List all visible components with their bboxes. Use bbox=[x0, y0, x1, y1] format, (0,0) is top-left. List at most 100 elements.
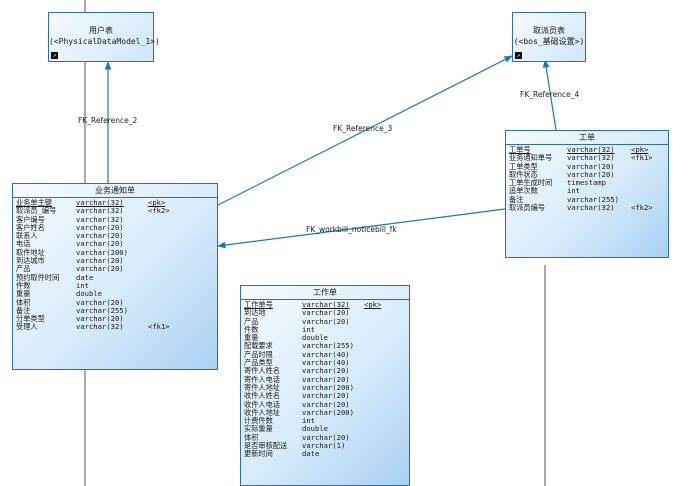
column-name: 电话 bbox=[16, 239, 31, 249]
column-key bbox=[148, 240, 188, 248]
fk-workbill-line bbox=[217, 208, 506, 249]
column-name: 产品 bbox=[244, 316, 259, 326]
column-type: int bbox=[302, 324, 315, 334]
column-name: 收件人电话 bbox=[244, 399, 280, 409]
column-key bbox=[364, 318, 400, 326]
column-key bbox=[631, 163, 665, 171]
column-key bbox=[364, 342, 400, 350]
column-type: varchar(32) bbox=[76, 198, 124, 207]
column-type: varchar(40) bbox=[302, 349, 350, 359]
fk-workbill-label: FK_workbill_noticebill_fk bbox=[306, 225, 397, 234]
column-type: varchar(200) bbox=[302, 382, 354, 392]
column-type: date bbox=[302, 449, 320, 459]
column-name: 产品 bbox=[16, 264, 31, 274]
column-name: 预约取件时间 bbox=[16, 272, 60, 282]
column-key bbox=[364, 425, 400, 433]
column-name: 寄件人姓名 bbox=[244, 366, 280, 376]
column-key bbox=[364, 434, 400, 442]
column-type: varchar(20) bbox=[567, 161, 615, 171]
column-key bbox=[631, 171, 665, 179]
column-type: int bbox=[76, 280, 89, 290]
collector-table-subtitle: (<bos_基础设置>) bbox=[513, 37, 585, 46]
column-name: 取件地址 bbox=[16, 247, 45, 257]
column-row[interactable]: 工单类型 varchar(20) bbox=[509, 161, 665, 171]
column-type: int bbox=[302, 416, 315, 426]
column-type: varchar(32) bbox=[567, 203, 615, 213]
column-key bbox=[364, 359, 400, 367]
column-key: <pk> bbox=[631, 145, 649, 154]
column-row[interactable]: 件数 int bbox=[16, 280, 214, 290]
column-row[interactable]: 收件人电话 varchar(20) bbox=[244, 399, 406, 409]
column-key bbox=[364, 392, 400, 400]
user-table-shortcut[interactable]: 用户表 (<PhysicalDataModel_1>) ↗ bbox=[48, 12, 160, 62]
column-key bbox=[364, 409, 400, 417]
column-row[interactable]: 产品 varchar(20) bbox=[16, 264, 214, 274]
column-key bbox=[148, 257, 188, 265]
column-type: varchar(32) bbox=[302, 300, 350, 309]
column-type: varchar(40) bbox=[302, 358, 350, 368]
column-name: 件数 bbox=[16, 280, 31, 290]
column-type: varchar(20) bbox=[76, 264, 124, 274]
column-name: 取派员_编号 bbox=[16, 206, 57, 216]
column-name: 收件人姓名 bbox=[244, 391, 280, 401]
column-type: varchar(32) bbox=[76, 206, 124, 216]
column-key bbox=[148, 299, 188, 307]
column-name: 重量 bbox=[16, 289, 31, 299]
column-name: 工单类型 bbox=[509, 161, 538, 171]
column-key bbox=[364, 326, 400, 334]
column-key: <fk1> bbox=[631, 153, 653, 163]
column-key: <fk1> bbox=[148, 322, 170, 332]
column-name: 取件状态 bbox=[509, 169, 538, 179]
fk-reference-3-line bbox=[217, 55, 513, 206]
column-type: varchar(20) bbox=[302, 399, 350, 409]
column-key bbox=[364, 334, 400, 342]
column-type: double bbox=[302, 333, 328, 343]
fk-reference-4-label: FK_Reference_4 bbox=[520, 90, 579, 99]
collector-table-shortcut[interactable]: 取派员表 (<bos_基础设置>) ↗ bbox=[512, 12, 586, 62]
